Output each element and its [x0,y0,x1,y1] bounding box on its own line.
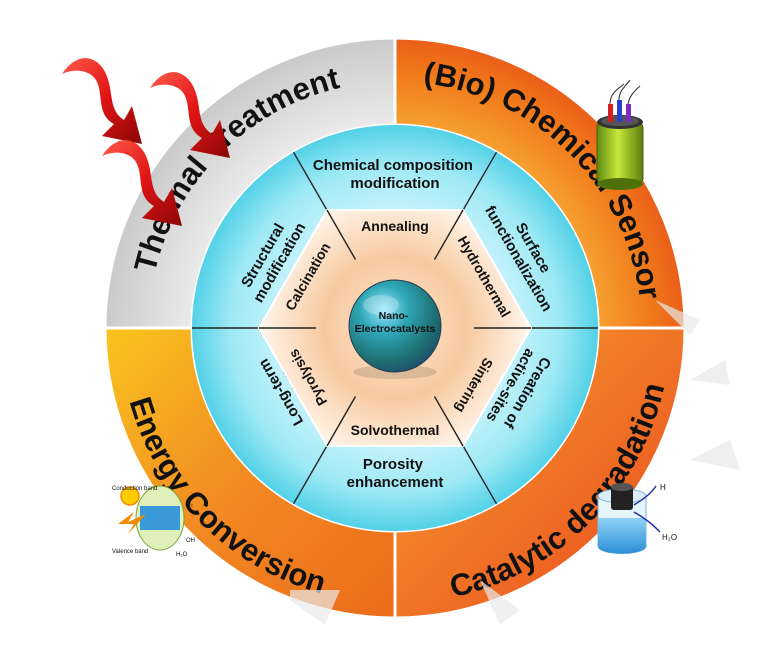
hexagon-dividers [259,209,531,447]
nano-electrocatalyst-sphere [348,279,442,379]
o2-label: O₂ [186,502,194,508]
watermark [290,300,740,625]
annealing-label: Annealing [361,218,429,234]
photocatalyst-icon: Conduction band Valence band O₂ OH H₂O [112,485,195,558]
heat-arrows-icon [62,58,230,226]
chemical-composition-label: Chemical composition modification [313,157,477,192]
porosity-enhancement-label: Porosity enhancement [347,456,444,491]
valence-band-label: Valence band [112,549,148,555]
conduction-band-label: Conduction band [112,486,157,492]
h2o-small-label: H₂O [176,552,188,558]
h2o-label: H₂O [662,533,677,542]
outer-ring [103,36,687,620]
water-splitting-icon: H H₂O [597,483,677,554]
oh-label: OH [186,538,195,544]
center-label: Nano- Electrocatalysts [355,310,436,335]
h-label: H [660,483,666,492]
chemical-sensor-icon [596,79,644,190]
solvothermal-label: Solvothermal [351,422,440,438]
